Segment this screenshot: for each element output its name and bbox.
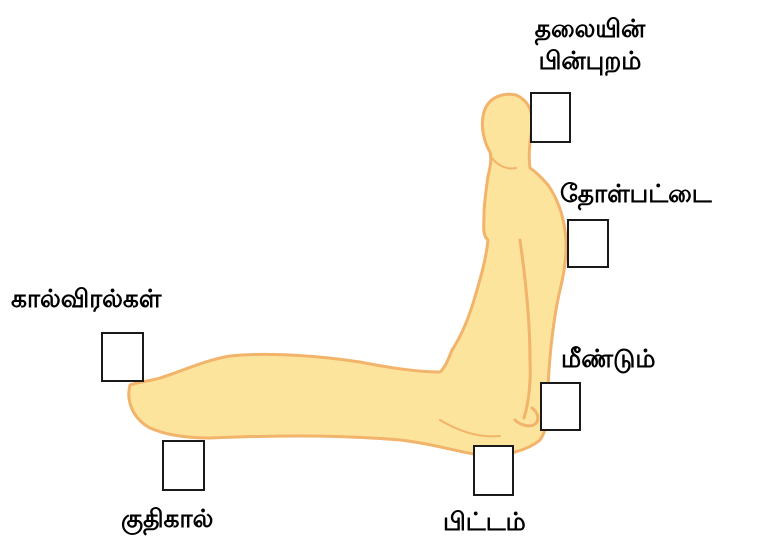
- seated-body-silhouette: [129, 94, 566, 455]
- label-head-back-line1: தலையின்: [520, 13, 660, 45]
- label-head-back: தலையின் பின்புறம்: [520, 13, 660, 77]
- label-shoulder: தோள்பட்டை: [560, 178, 712, 210]
- label-buttocks: பிட்டம்: [443, 506, 526, 538]
- label-head-back-line2: பின்புறம்: [520, 45, 660, 77]
- marker-toes: [102, 333, 143, 381]
- marker-shoulder: [568, 220, 608, 267]
- label-heel: குதிகால்: [121, 503, 213, 535]
- marker-buttocks: [474, 446, 513, 495]
- marker-head-back: [531, 93, 570, 142]
- marker-heel: [163, 441, 204, 490]
- marker-back: [541, 383, 580, 430]
- label-back: மீண்டும்: [561, 343, 655, 375]
- label-toes: கால்விரல்கள்: [11, 283, 161, 315]
